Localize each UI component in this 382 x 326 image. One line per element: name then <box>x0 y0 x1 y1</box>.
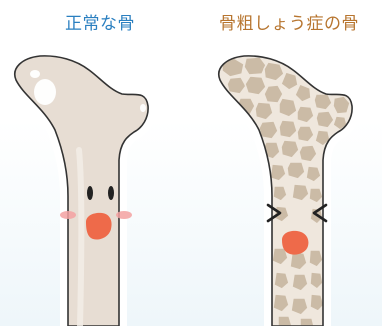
right-cheek <box>116 211 132 219</box>
normal-bone <box>15 56 148 326</box>
normal-bone-shaft-highlight <box>79 150 81 326</box>
nose <box>282 231 308 255</box>
right-eye <box>108 186 114 200</box>
normal-bone-highlight-knob <box>140 104 146 112</box>
left-eye <box>87 186 93 200</box>
normal-bone-highlight-large <box>34 79 56 105</box>
normal-bone-highlight-small <box>30 70 40 78</box>
left-cheek <box>60 211 76 219</box>
osteoporosis-bone <box>219 56 352 326</box>
